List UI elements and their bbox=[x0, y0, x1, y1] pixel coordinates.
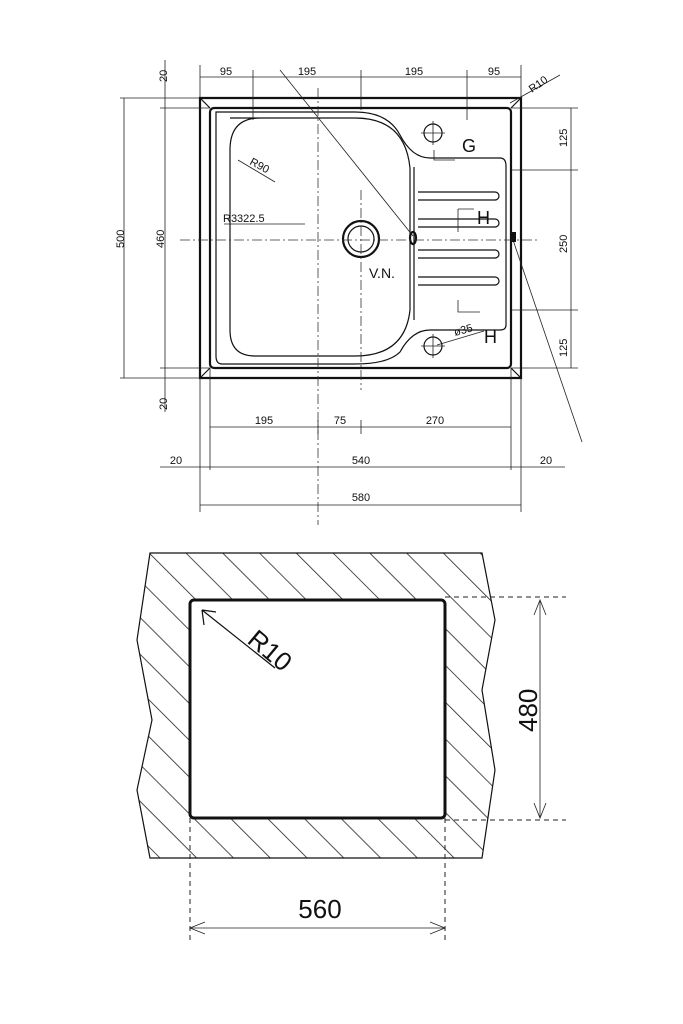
tap-hole-top bbox=[421, 121, 445, 145]
dim-top-1: 95 bbox=[220, 66, 232, 78]
cutout-view: R10 480 560 bbox=[136, 552, 566, 942]
dim-right-2: 250 bbox=[558, 235, 570, 253]
dim-width-gap-left: 20 bbox=[170, 455, 182, 467]
tap-label-h1: H bbox=[477, 208, 490, 228]
dim-bottom-3: 270 bbox=[426, 415, 444, 427]
drain-label: V.N. bbox=[369, 265, 395, 281]
dim-top-3: 195 bbox=[405, 66, 423, 78]
dim-right-3: 125 bbox=[558, 339, 570, 357]
dim-right-1: 125 bbox=[558, 129, 570, 147]
tap-label-g: G bbox=[462, 136, 476, 156]
sink-top-view: 95 195 195 95 R10 20 20 500 460 125 250 … bbox=[115, 60, 583, 525]
dim-bottom-2: 75 bbox=[334, 415, 346, 427]
dim-top-4: 95 bbox=[488, 66, 500, 78]
hole-diameter-label: ø35 bbox=[453, 322, 474, 339]
dim-width-inner: 540 bbox=[352, 455, 370, 467]
cutout-height-label: 480 bbox=[513, 689, 543, 732]
dim-width-gap-right: 20 bbox=[540, 455, 552, 467]
dim-left-gap-top: 20 bbox=[158, 70, 170, 82]
sink-bowl bbox=[229, 117, 411, 357]
dim-height-outer: 500 bbox=[115, 230, 127, 248]
corner-radius-label: R10 bbox=[527, 74, 550, 95]
dim-top-2: 195 bbox=[298, 66, 316, 78]
cutout-opening bbox=[188, 598, 447, 820]
dim-height-inner: 460 bbox=[155, 230, 167, 248]
overflow bbox=[408, 230, 418, 246]
dim-bottom-1: 195 bbox=[255, 415, 273, 427]
dim-width-outer: 580 bbox=[352, 492, 370, 504]
tap-label-h2: H bbox=[484, 327, 497, 347]
dim-left-gap-bottom: 20 bbox=[158, 398, 170, 410]
tap-hole-bottom bbox=[421, 334, 445, 358]
drainer-ribs bbox=[418, 191, 500, 286]
cutout-width-label: 560 bbox=[298, 894, 341, 924]
bowl-side-radius-label: R3322.5 bbox=[223, 213, 265, 225]
